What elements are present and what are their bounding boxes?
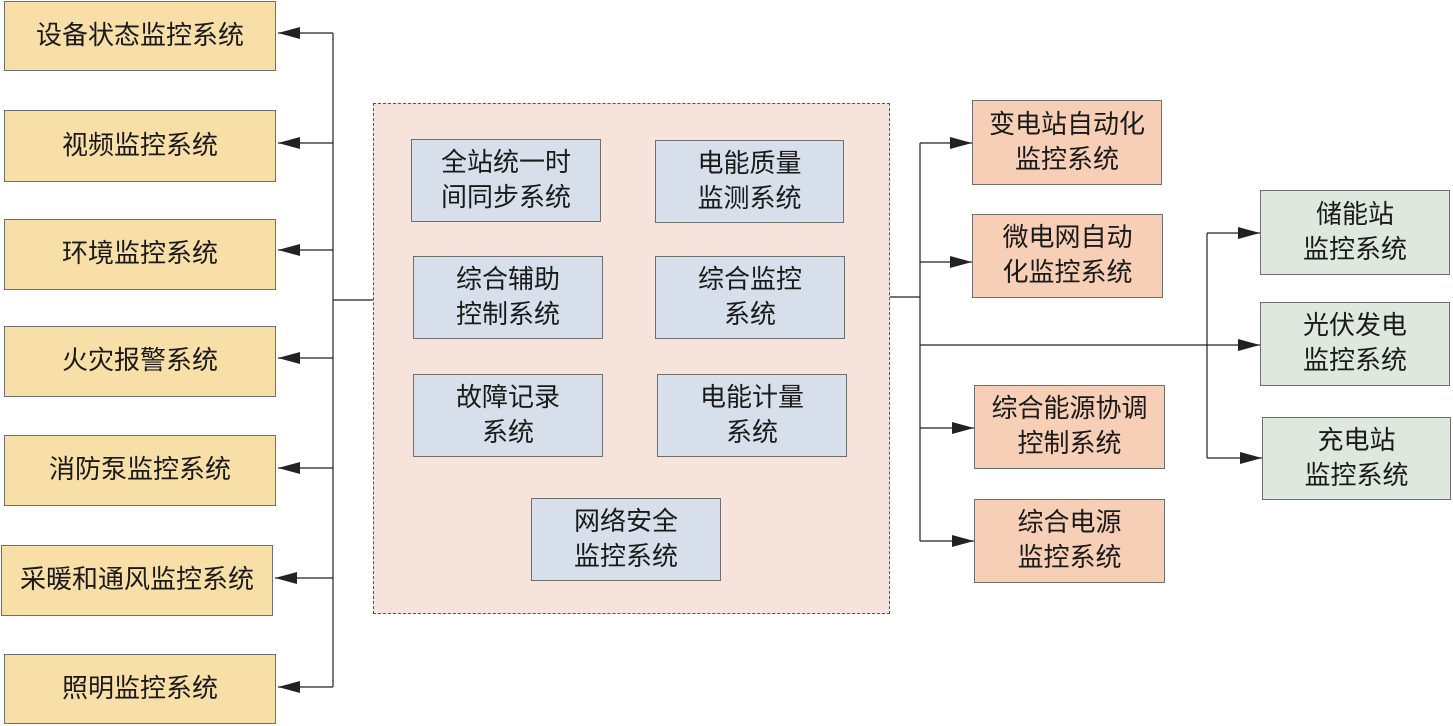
system-box-hvac: 采暖和通风监控系统 <box>1 545 273 616</box>
system-label-line-1: 综合电源 <box>1017 508 1122 538</box>
system-box-video: 视频监控系统 <box>4 110 276 182</box>
system-label-line-2: 控制系统 <box>455 299 560 330</box>
system-box-network-security: 网络安全监控系统 <box>531 498 721 581</box>
system-label-line-1: 故障记录 <box>455 382 560 413</box>
system-label-line-1: 储能站 <box>1315 199 1394 230</box>
system-box-energy-metering: 电能计量系统 <box>657 374 847 457</box>
system-box-pv-generation: 光伏发电监控系统 <box>1260 302 1450 386</box>
system-box-microgrid-automation: 微电网自动化监控系统 <box>972 214 1163 298</box>
system-label-line-1: 电能质量 <box>697 148 802 179</box>
system-label-line-2: 监测系统 <box>697 183 802 214</box>
system-label-line-1: 综合辅助 <box>455 264 560 295</box>
system-label-line-2: 系统 <box>481 417 534 448</box>
system-box-environment: 环境监控系统 <box>4 219 276 290</box>
system-label-line-1: 网络安全 <box>573 506 678 537</box>
system-box-fault-record: 故障记录系统 <box>413 374 603 457</box>
system-label: 视频监控系统 <box>61 130 218 161</box>
system-box-integrated-monitoring: 综合监控系统 <box>655 256 845 339</box>
system-label-line-1: 微电网自动 <box>1002 223 1133 253</box>
system-box-time-sync: 全站统一时间同步系统 <box>411 139 601 222</box>
system-label: 消防泵监控系统 <box>48 455 231 485</box>
system-label-line-2: 监控系统 <box>1302 234 1407 265</box>
system-label-line-1: 全站统一时 <box>440 147 571 178</box>
system-label-line-2: 监控系统 <box>1304 460 1409 491</box>
system-label-line-2: 系统 <box>723 299 776 330</box>
system-box-energy-coordination: 综合能源协调控制系统 <box>974 385 1165 469</box>
system-label-line-2: 监控系统 <box>1302 346 1407 376</box>
system-label: 采暖和通风监控系统 <box>19 565 254 595</box>
system-label-line-1: 光伏发电 <box>1302 311 1407 341</box>
system-label: 火灾报警系统 <box>61 346 218 376</box>
system-box-storage-station: 储能站监控系统 <box>1260 190 1450 275</box>
system-label-line-2: 监控系统 <box>573 541 678 572</box>
system-box-substation-automation: 变电站自动化监控系统 <box>972 100 1162 185</box>
system-box-power-supply: 综合电源监控系统 <box>974 499 1165 583</box>
system-box-charging-station: 充电站监控系统 <box>1262 417 1451 500</box>
system-label-line-2: 系统 <box>725 417 778 448</box>
system-label-line-1: 综合监控 <box>697 264 802 295</box>
system-label-line-2: 监控系统 <box>1017 543 1122 573</box>
system-box-aux-control: 综合辅助控制系统 <box>413 256 603 339</box>
system-label-line-1: 综合能源协调 <box>991 394 1148 424</box>
system-label-line-2: 间同步系统 <box>440 182 571 213</box>
system-label-line-1: 变电站自动化 <box>988 109 1145 140</box>
system-label-line-1: 充电站 <box>1317 425 1396 456</box>
system-box-power-quality: 电能质量监测系统 <box>655 140 844 223</box>
system-label-line-1: 电能计量 <box>699 382 804 413</box>
system-label-line-2: 化监控系统 <box>1002 258 1133 288</box>
system-label-line-2: 监控系统 <box>1014 144 1119 175</box>
system-label: 设备状态监控系统 <box>35 20 244 51</box>
system-box-equipment: 设备状态监控系统 <box>4 1 276 71</box>
system-label-line-2: 控制系统 <box>1017 429 1122 459</box>
system-box-fire-pump: 消防泵监控系统 <box>4 435 276 506</box>
system-box-fire-alarm: 火灾报警系统 <box>4 326 276 397</box>
system-label: 环境监控系统 <box>61 239 218 269</box>
system-box-lighting: 照明监控系统 <box>4 654 276 724</box>
system-label: 照明监控系统 <box>61 673 218 704</box>
